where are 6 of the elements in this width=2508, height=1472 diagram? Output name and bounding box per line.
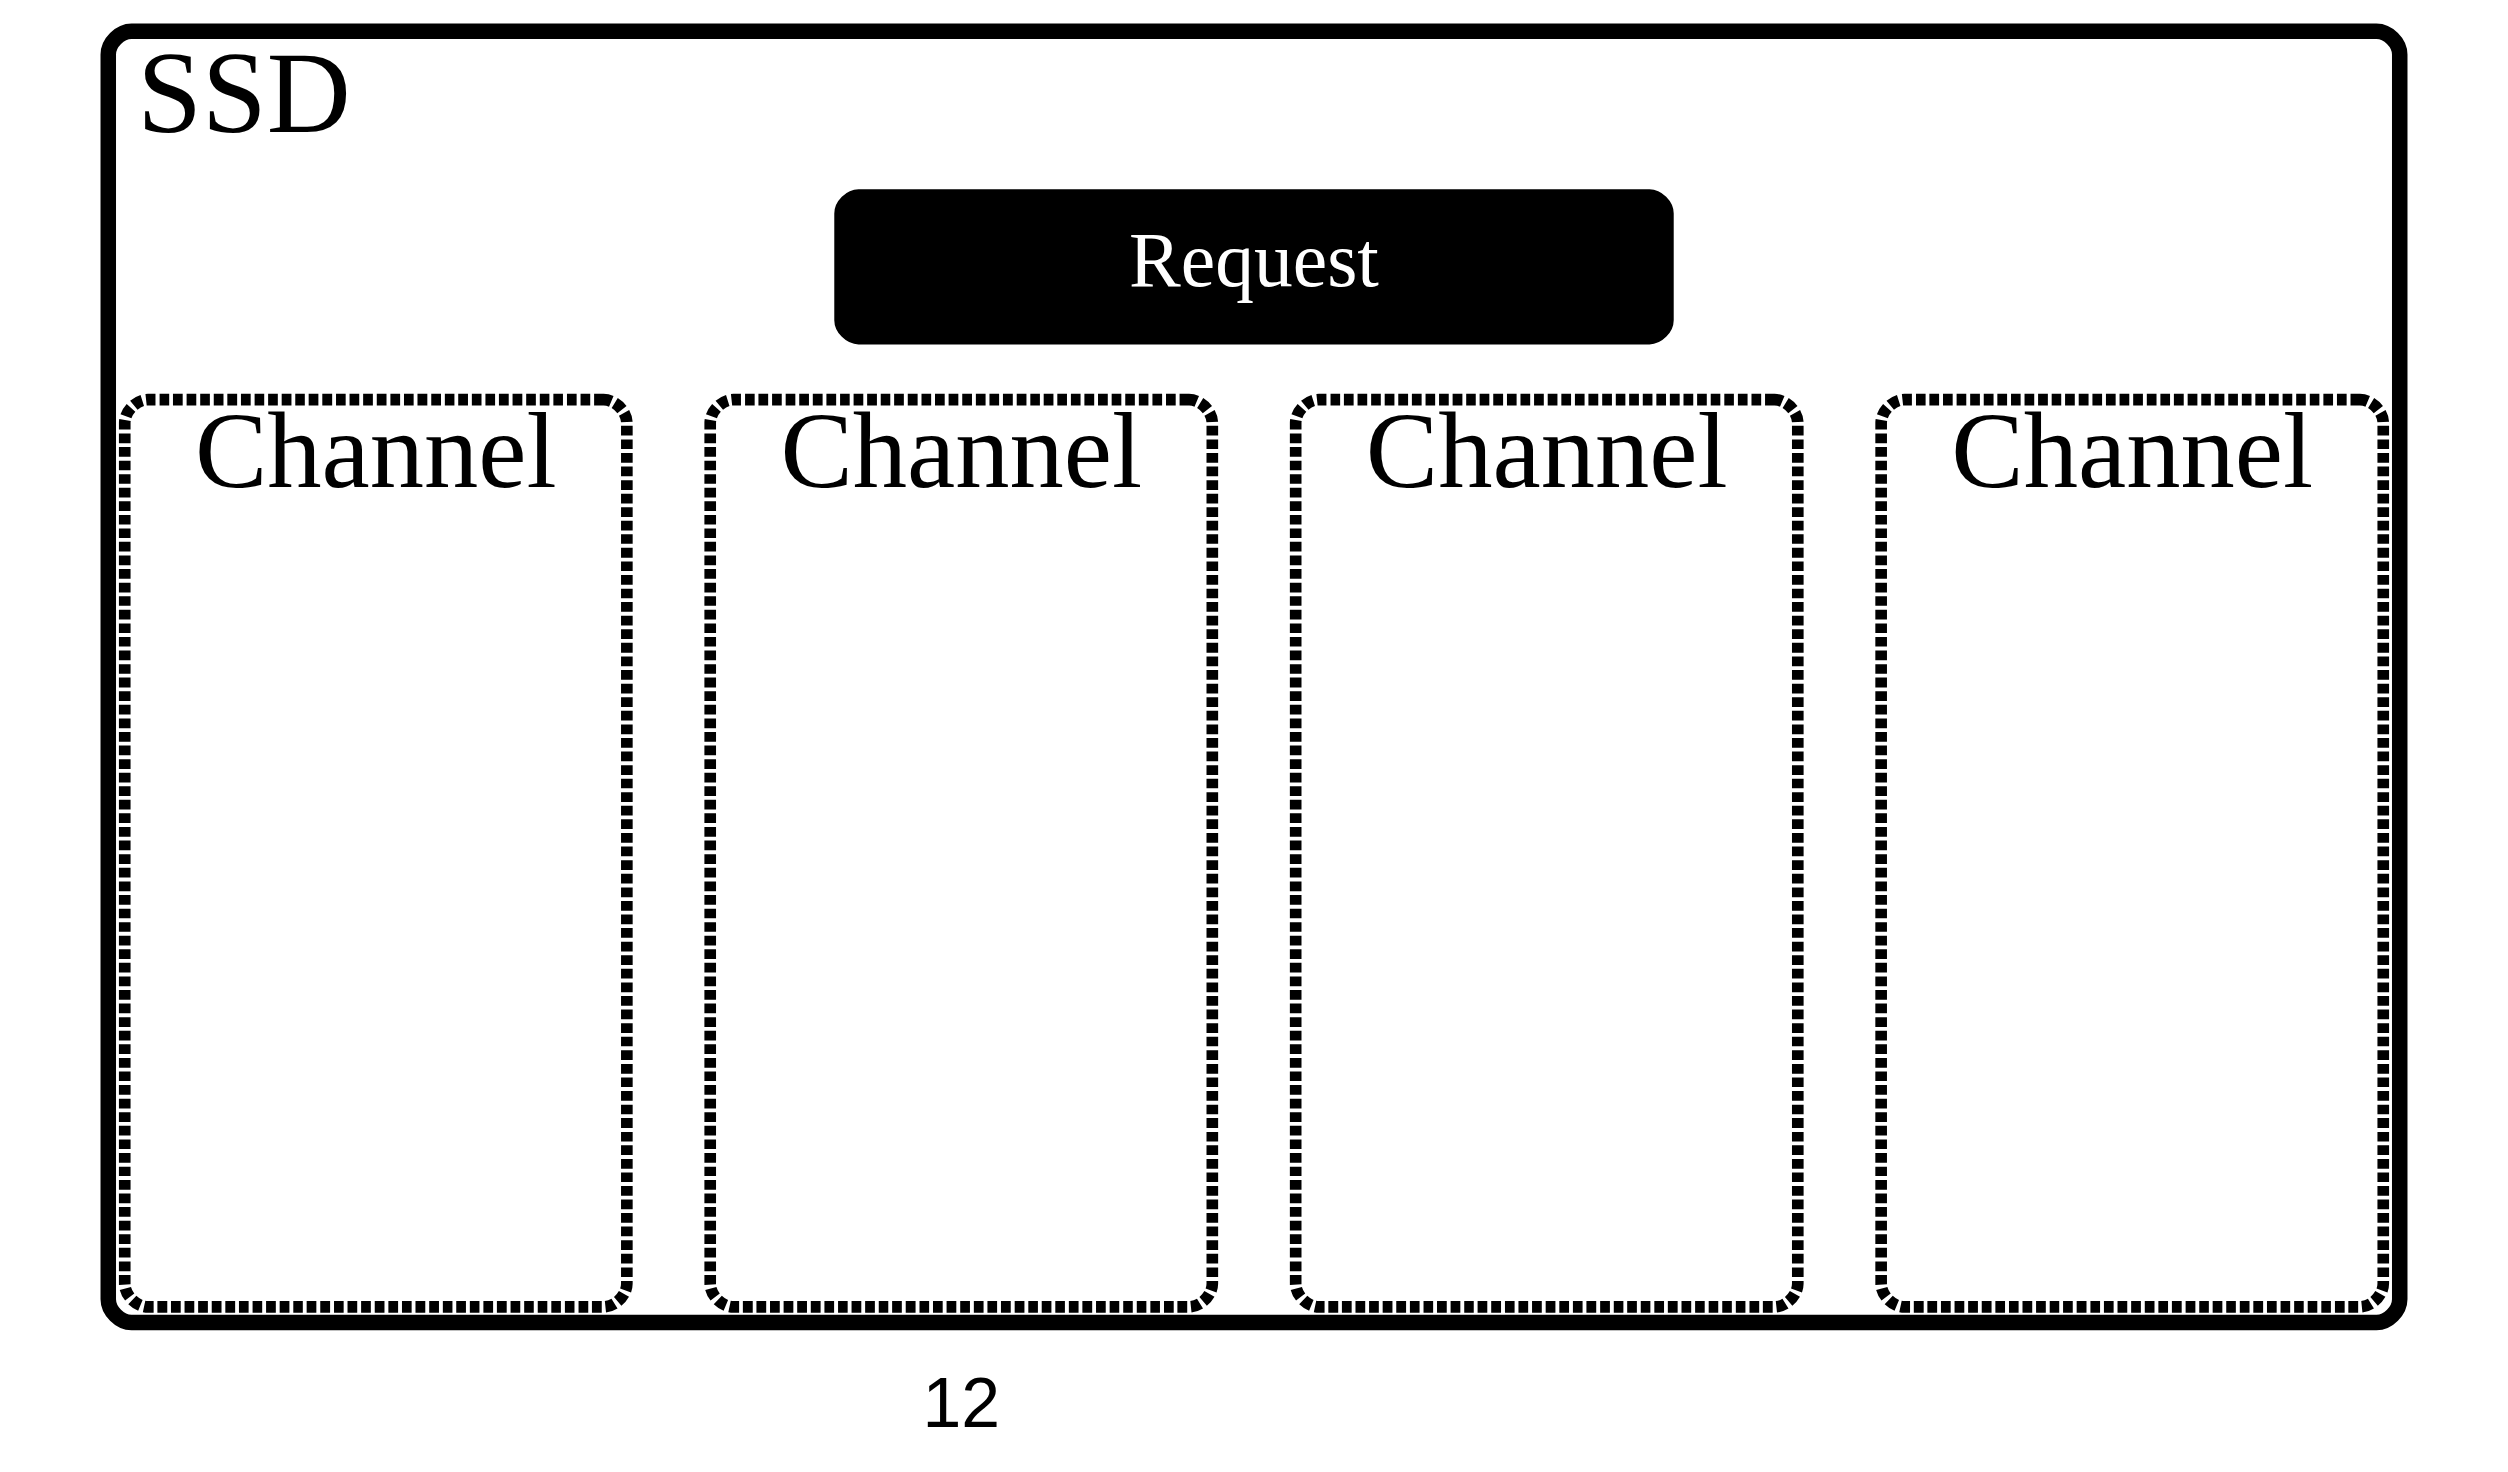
- node-box: Channel: [1875, 393, 2390, 1313]
- label: 12: [922, 1363, 1001, 1442]
- node-box: Channel: [1289, 393, 1804, 1313]
- node-box: Channel: [704, 393, 1219, 1313]
- node-box: Request: [834, 189, 1674, 345]
- node-box: Channel: [118, 393, 633, 1313]
